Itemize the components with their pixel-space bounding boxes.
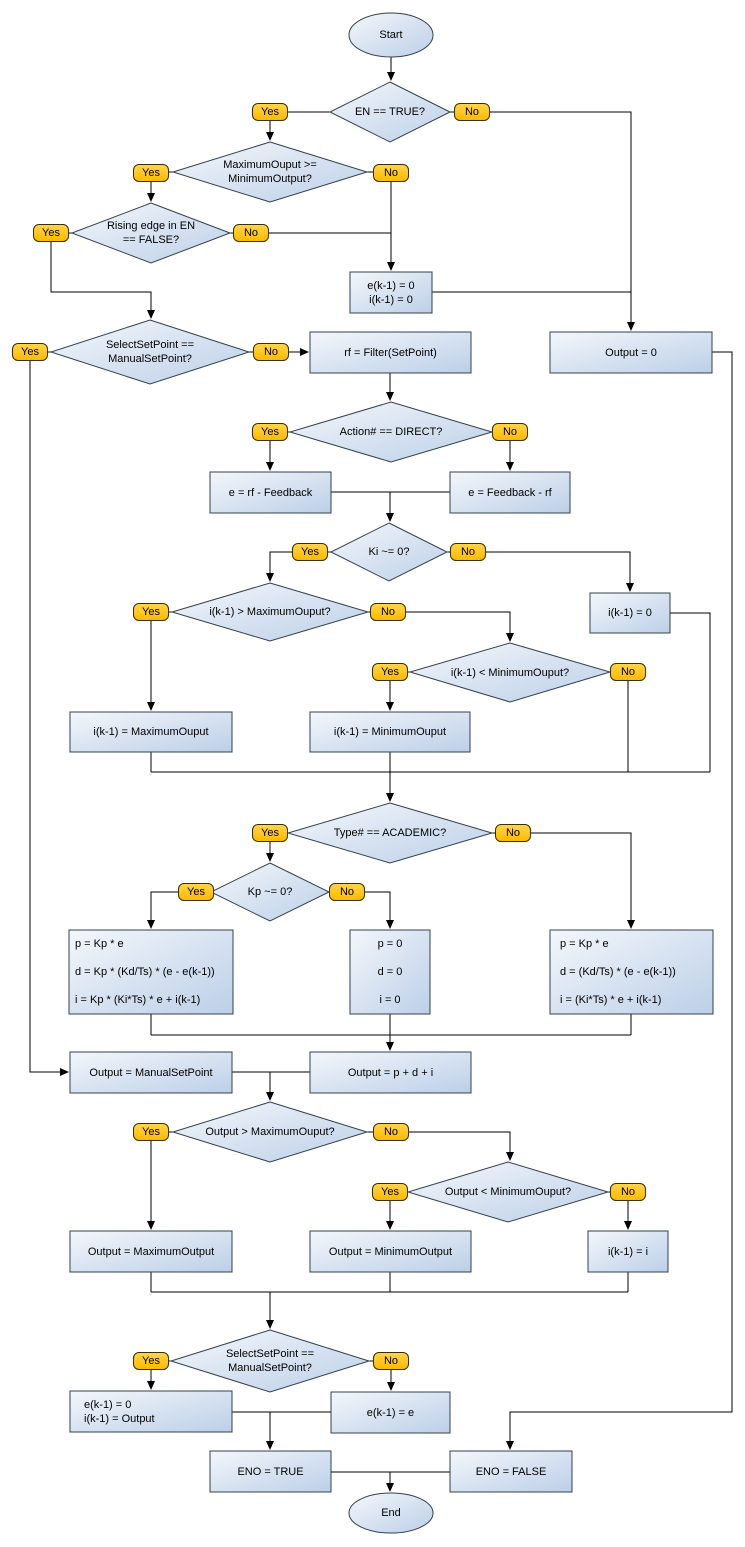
process-output-pdi-shape	[309, 1051, 472, 1094]
no-badge-kp: No	[329, 883, 365, 901]
no-badge-max-min: No	[373, 164, 409, 182]
process-output-set-max-shape	[69, 1230, 233, 1273]
process-output-zero-shape	[549, 331, 713, 374]
yes-badge-select2: Yes	[133, 1352, 169, 1370]
process-reset-e-i-shape	[349, 271, 433, 314]
decision-ik-min-shape	[408, 642, 612, 703]
no-badge-ki: No	[450, 543, 486, 561]
process-eno-false-shape	[449, 1450, 573, 1493]
yes-badge-type: Yes	[252, 824, 288, 842]
process-eno-true-shape	[209, 1450, 332, 1493]
yes-badge-en: Yes	[252, 103, 288, 121]
process-e-direct-shape	[209, 471, 332, 514]
no-badge-out-min: No	[610, 1183, 646, 1201]
no-badge-ik-max: No	[370, 603, 406, 621]
decision-max-min-shape	[171, 141, 369, 203]
decision-select1-shape	[49, 319, 251, 385]
decision-rising-shape	[70, 202, 232, 264]
decision-action-shape	[288, 401, 494, 463]
process-ik-set-max-shape	[69, 711, 233, 753]
node-shapes	[49, 12, 714, 1534]
decision-out-min-shape	[406, 1161, 610, 1223]
yes-badge-kp: Yes	[178, 883, 214, 901]
no-badge-out-max: No	[373, 1123, 409, 1141]
yes-badge-rising: Yes	[33, 224, 69, 242]
process-rf-filter-shape	[309, 331, 472, 374]
process-ik-zero-shape	[589, 592, 671, 634]
yes-badge-ik-max: Yes	[133, 603, 169, 621]
yes-badge-ik-min: Yes	[372, 663, 408, 681]
yes-badge-ki: Yes	[292, 543, 328, 561]
no-badge-rising: No	[233, 224, 269, 242]
process-ik-set-min-shape	[309, 711, 471, 753]
no-badge-action: No	[492, 423, 528, 441]
yes-badge-out-max: Yes	[133, 1123, 169, 1141]
decision-ik-max-shape	[170, 582, 370, 642]
decision-kp-shape	[209, 862, 331, 922]
decision-out-max-shape	[171, 1101, 369, 1163]
process-store-manual-shape	[69, 1390, 233, 1433]
process-pdi-zero-shape	[349, 929, 431, 1015]
no-badge-ik-min: No	[610, 663, 646, 681]
process-pdi-academic-shape	[68, 929, 234, 1015]
no-badge-en: No	[454, 103, 490, 121]
yes-badge-action: Yes	[252, 423, 288, 441]
decision-en-shape	[328, 81, 452, 143]
end-terminator-shape	[348, 1492, 434, 1534]
no-badge-type: No	[495, 824, 531, 842]
no-badge-select1: No	[253, 343, 289, 361]
process-store-e-shape	[330, 1391, 451, 1434]
decision-ki-shape	[329, 522, 449, 582]
yes-badge-select1: Yes	[12, 343, 48, 361]
start-terminator-shape	[348, 12, 434, 58]
no-badge-select2: No	[373, 1352, 409, 1370]
process-output-set-min-shape	[309, 1230, 472, 1273]
process-output-manual-shape	[69, 1051, 233, 1094]
decision-type-shape	[286, 802, 494, 864]
process-ik-store-shape	[587, 1230, 669, 1273]
decision-select2-shape	[169, 1329, 371, 1393]
yes-badge-out-min: Yes	[372, 1183, 408, 1201]
process-e-reverse-shape	[449, 471, 571, 514]
yes-badge-max-min: Yes	[133, 164, 169, 182]
process-pdi-parallel-shape	[549, 929, 714, 1015]
